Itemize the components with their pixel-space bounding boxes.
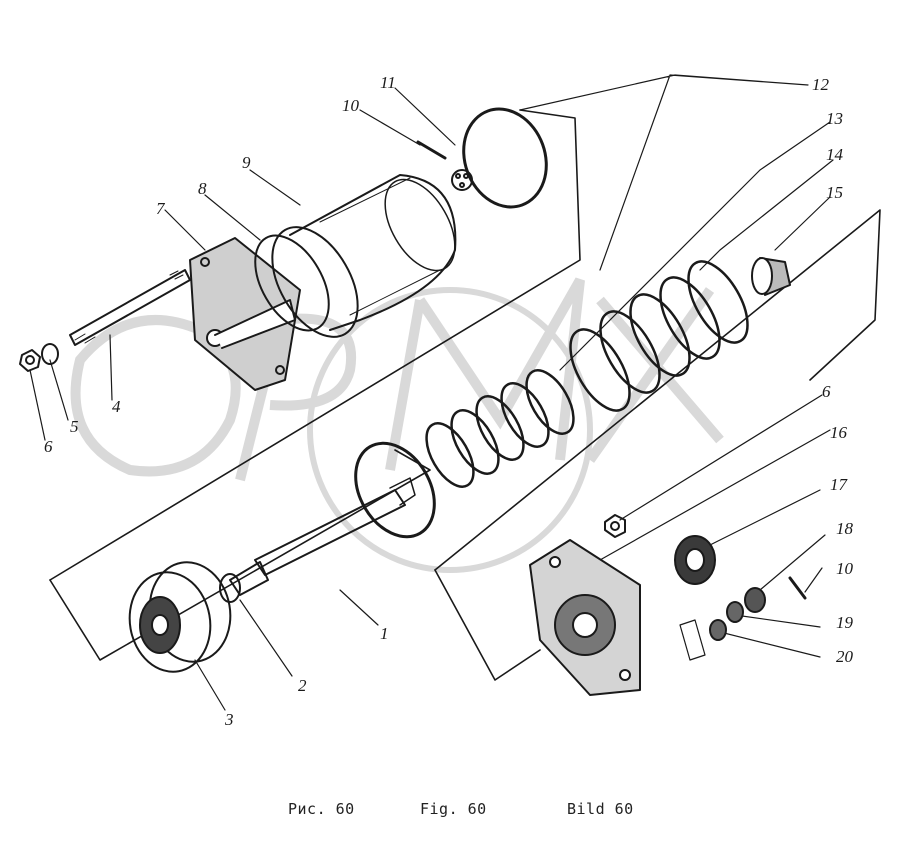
caption-en: Fig. 60	[420, 800, 487, 818]
guide-frame-left	[49, 449, 431, 661]
callout-5: 5	[70, 417, 79, 436]
caption-ru: Рис. 60	[288, 800, 355, 818]
callout-15: 15	[826, 183, 843, 202]
caption-de: Bild 60	[567, 800, 634, 818]
callout-6-left: 6	[44, 437, 53, 456]
clip-11	[451, 169, 473, 191]
callout-12: 12	[812, 75, 829, 94]
bushing-15	[751, 257, 791, 296]
snap-ring-12	[462, 107, 548, 209]
pin-10-right	[788, 576, 807, 600]
cover-16	[529, 539, 641, 696]
washer-20	[709, 619, 727, 641]
cylinder-9	[271, 174, 457, 338]
callout-13: 13	[826, 109, 843, 128]
callout-1: 1	[380, 624, 389, 643]
spring-small	[425, 369, 575, 488]
nut-right	[604, 514, 626, 538]
callout-8: 8	[198, 179, 207, 198]
pin-10	[416, 140, 447, 160]
flange-7	[189, 237, 301, 391]
callout-17: 17	[830, 475, 847, 494]
o-ring-8	[254, 234, 330, 332]
callout-10-right: 10	[836, 559, 853, 578]
washer-19	[726, 601, 744, 623]
callout-6-right: 6	[822, 382, 831, 401]
spring-large	[569, 260, 749, 412]
callout-9: 9	[242, 153, 251, 172]
callout-14: 14	[826, 145, 843, 164]
callout-19: 19	[836, 613, 853, 632]
small-clip	[679, 619, 706, 661]
callout-16: 16	[830, 423, 847, 442]
callout-18: 18	[836, 519, 853, 538]
shaft-1	[229, 477, 416, 596]
watermark	[70, 277, 724, 573]
guide-frame-right2	[434, 209, 881, 571]
seal-17	[674, 535, 716, 585]
callout-2: 2	[298, 676, 307, 695]
callout-11: 11	[380, 73, 396, 92]
ring-13	[354, 441, 436, 539]
callout-4: 4	[112, 397, 121, 416]
guide-frame-right	[434, 569, 541, 681]
stud-4	[69, 269, 191, 346]
leader-lines	[29, 74, 834, 711]
nut-left	[19, 349, 41, 372]
washer-5	[41, 343, 59, 365]
callout-20: 20	[836, 647, 853, 666]
pulley-3	[128, 561, 232, 673]
seal-2	[219, 573, 241, 603]
callout-10-top: 10	[342, 96, 359, 115]
guide-frame-top	[49, 109, 581, 581]
callout-3: 3	[225, 710, 234, 729]
washer-18	[744, 587, 766, 613]
callout-7: 7	[156, 199, 165, 218]
